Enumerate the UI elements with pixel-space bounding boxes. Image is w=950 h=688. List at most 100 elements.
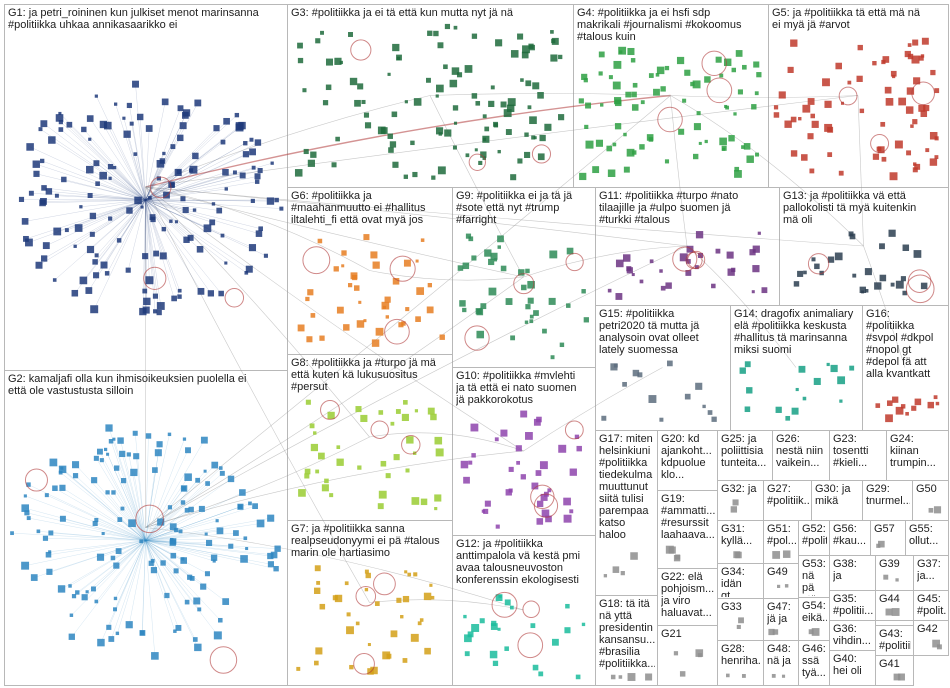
vertex-g7 <box>296 666 301 671</box>
vertex-g2 <box>248 501 252 506</box>
vertex-g8 <box>393 454 400 461</box>
vertex-g4 <box>715 56 722 63</box>
vertex-g7 <box>419 618 424 622</box>
vertex-g1 <box>171 295 177 302</box>
vertex-g9 <box>468 236 474 242</box>
vertex-g2 <box>222 598 230 605</box>
vertex-g12 <box>551 638 559 646</box>
vertex-g2 <box>180 500 186 505</box>
vertex-g4 <box>579 172 587 181</box>
vertex-g5 <box>930 69 936 76</box>
vertex-g10 <box>547 488 552 493</box>
group-frame-g45 <box>913 590 949 621</box>
vertex-g2 <box>195 477 201 483</box>
vertex-g1 <box>89 231 95 237</box>
group-frame-g7 <box>287 520 453 686</box>
vertex-g4 <box>734 166 740 172</box>
vertex-g3 <box>437 42 444 49</box>
vertex-g11 <box>615 293 623 300</box>
edge-g3-g4 <box>429 93 671 96</box>
vertex-g54 <box>811 628 820 636</box>
group-frame-g25 <box>717 430 773 481</box>
group-label-g12: G12: ja #politiikka anttimpalola vä kest… <box>456 538 581 586</box>
vertex-g3 <box>532 82 540 90</box>
vertex-g6 <box>439 334 445 340</box>
vertex-g1 <box>41 185 47 191</box>
vertex-g8 <box>434 494 442 502</box>
vertex-g3 <box>488 100 495 108</box>
vertex-g2 <box>94 599 99 604</box>
vertex-g1 <box>42 242 50 250</box>
self-loop <box>522 600 540 619</box>
vertex-g3 <box>551 37 559 45</box>
vertex-g3 <box>527 105 532 110</box>
vertex-g6 <box>384 296 391 303</box>
vertex-g2 <box>106 624 112 630</box>
vertex-g10 <box>539 461 548 470</box>
vertex-g44 <box>885 608 893 616</box>
vertex-g2 <box>108 636 115 642</box>
vertex-g2 <box>233 530 239 536</box>
edge-g2-g12 <box>145 527 524 611</box>
vertex-g3 <box>520 78 524 82</box>
vertex-g6 <box>317 238 323 244</box>
vertex-g1 <box>100 261 108 269</box>
vertex-g1 <box>220 233 225 238</box>
vertex-g2 <box>71 594 77 599</box>
vertices-g44 <box>885 608 900 616</box>
vertex-g12 <box>464 651 470 657</box>
vertex-g1 <box>152 293 159 299</box>
vertex-g3 <box>396 54 402 61</box>
vertex-g5 <box>906 87 915 95</box>
vertex-g17 <box>620 571 625 576</box>
vertex-g3 <box>392 161 399 168</box>
vertex-g2 <box>108 439 114 444</box>
edge-g1-g4 <box>145 94 671 188</box>
vertex-g1 <box>40 120 48 128</box>
group-frame-g51 <box>763 520 799 564</box>
vertex-g4 <box>598 51 605 58</box>
vertex-g1 <box>254 179 260 184</box>
group-frame-g22 <box>657 568 718 626</box>
vertex-g1 <box>149 214 156 221</box>
vertex-g2 <box>270 551 278 559</box>
vertex-g4 <box>656 66 665 75</box>
vertex-g2 <box>210 554 218 561</box>
vertex-g2 <box>256 519 265 528</box>
vertex-g5 <box>801 154 808 161</box>
vertex-g12 <box>532 664 539 671</box>
vertex-g32 <box>730 506 738 513</box>
vertex-g7 <box>374 601 380 606</box>
vertex-g2 <box>174 527 179 533</box>
group-label-g23: G23: tosentti #kieli... <box>833 433 869 469</box>
vertex-g41 <box>897 673 905 681</box>
vertex-g4 <box>623 166 630 173</box>
vertex-g5 <box>880 121 886 127</box>
group-frame-g18 <box>595 595 658 686</box>
vertex-g10 <box>545 515 552 523</box>
vertex-g3 <box>320 30 324 35</box>
vertex-g12 <box>463 614 467 619</box>
vertex-g10 <box>508 488 513 493</box>
vertex-g5 <box>822 78 830 87</box>
vertex-g2 <box>93 455 99 461</box>
vertex-g7 <box>429 583 433 587</box>
vertex-g3 <box>522 45 530 54</box>
vertex-g1 <box>222 168 229 176</box>
vertex-g2 <box>267 514 275 522</box>
vertex-g3 <box>453 25 458 30</box>
vertex-g28 <box>741 674 746 678</box>
vertex-g2 <box>105 424 113 432</box>
vertex-g1 <box>159 252 167 260</box>
vertices-g10 <box>460 410 584 529</box>
vertex-g1 <box>71 289 79 297</box>
vertex-g2 <box>101 531 105 536</box>
vertex-g5 <box>885 98 894 106</box>
vertex-g1 <box>40 158 45 164</box>
vertex-g3 <box>435 94 439 98</box>
vertex-g1 <box>45 188 53 195</box>
vertex-g1 <box>249 137 254 142</box>
vertex-g2 <box>105 490 110 495</box>
group-frame-g12 <box>452 535 596 686</box>
